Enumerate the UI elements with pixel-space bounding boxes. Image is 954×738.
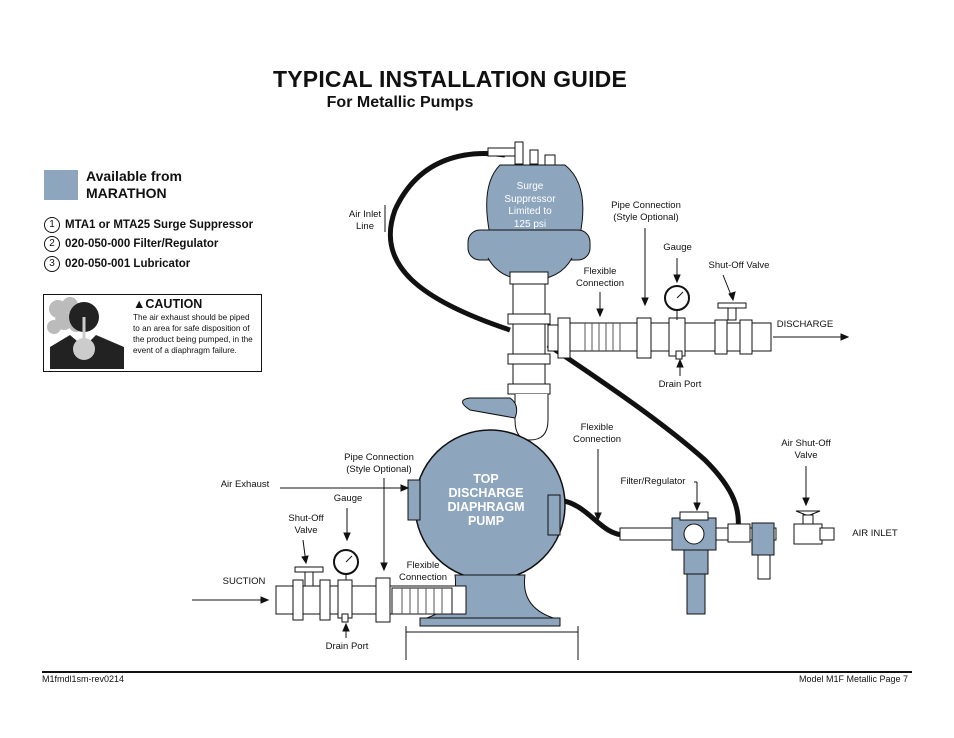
surge-suppressor-label: Surge Suppressor Limited to 125 psi — [495, 181, 565, 231]
surge-label-line: Limited to — [508, 206, 552, 217]
legend-heading-line2: MARATHON — [86, 185, 167, 201]
label-line: Pipe Connection — [611, 200, 681, 211]
legend-item: 1 MTA1 or MTA25 Surge Suppressor — [44, 217, 253, 233]
label-line: Air Shut-Off — [781, 438, 831, 449]
surge-label-line: Surge — [516, 181, 544, 192]
suction-line — [275, 577, 467, 623]
legend-item-text: 020-050-001 Lubricator — [65, 258, 191, 270]
air-supply-hose — [546, 342, 741, 531]
drain-port-top-label: Drain Port — [658, 379, 702, 390]
legend-heading: Available from MARATHON — [86, 168, 182, 202]
diaphragm-pump — [405, 397, 579, 660]
shutoff-valve-top — [717, 302, 747, 321]
legend-item-number: 1 — [44, 217, 60, 233]
label-line: Flexible — [406, 560, 440, 571]
filter-regulator — [619, 510, 835, 615]
shutoff-valve-top-label: Shut-Off Valve — [708, 260, 770, 271]
label-line: Valve — [794, 450, 818, 461]
surge-label-line: Suppressor — [504, 193, 556, 205]
gauge-top — [664, 285, 690, 320]
legend-heading-line1: Available from — [86, 168, 182, 184]
pump-label: TOP DISCHARGE DIAPHRAGM PUMP — [430, 472, 542, 528]
label-line: Connection — [398, 572, 448, 583]
page-title: TYPICAL INSTALLATION GUIDE — [272, 66, 628, 92]
warning-triangle-icon: ▲ — [133, 297, 146, 311]
label-line: Line — [356, 221, 374, 232]
footer-right: Model M1F Metallic Page 7 — [798, 674, 908, 684]
caution-box: ▲CAUTION The air exhaust should be piped… — [43, 294, 262, 372]
caution-symbol-icon — [44, 295, 130, 371]
label-line: Shut-Off — [288, 513, 324, 524]
label-line: Flexible — [583, 266, 617, 277]
discharge-line — [547, 317, 772, 360]
label-line: Connection — [575, 278, 625, 289]
legend-item: 3 020-050-001 Lubricator — [44, 256, 190, 272]
legend-item-number: 3 — [44, 256, 60, 272]
label-line: Pipe Connection — [344, 452, 414, 463]
pump-label-line: TOP — [473, 472, 499, 486]
pipe-connection-top-label: Pipe Connection (Style Optional) — [596, 200, 696, 224]
label-line: (Style Optional) — [613, 212, 679, 223]
shutoff-valve-bottom — [294, 566, 324, 587]
air-inlet-line-label: Air Inlet Line — [335, 209, 395, 233]
leader-lines — [192, 205, 850, 638]
shutoff-valve-bottom-label: Shut-Off Valve — [279, 513, 333, 537]
label-line: (Style Optional) — [346, 464, 412, 475]
pump-label-line: PUMP — [467, 514, 505, 528]
footer-left: M1fmdl1sm-rev0214 — [42, 674, 125, 684]
footer-rule — [42, 671, 912, 673]
surge-label-line: 125 psi — [513, 218, 547, 230]
pipe-connection-bottom-label: Pipe Connection (Style Optional) — [330, 452, 428, 476]
pump-label-line: DISCHARGE — [448, 486, 524, 500]
gauge-bottom-label: Gauge — [333, 493, 363, 504]
flexible-connection-bottom-label: Flexible Connection — [388, 560, 458, 584]
caution-heading: ▲CAUTION — [133, 297, 202, 311]
legend-swatch — [44, 170, 78, 200]
drain-port-bottom-label: Drain Port — [325, 641, 369, 652]
gauge-bottom — [333, 549, 359, 580]
legend-item-text: 020-050-000 Filter/Regulator — [65, 238, 219, 250]
suction-label: SUCTION — [222, 576, 266, 587]
air-shutoff-valve-label: Air Shut-Off Valve — [770, 438, 842, 462]
surge-suppressor — [467, 141, 591, 281]
discharge-riser — [507, 271, 551, 441]
label-line: Connection — [572, 434, 622, 445]
flexible-connection-top-label: Flexible Connection — [566, 266, 634, 290]
filter-regulator-label: Filter/Regulator — [620, 476, 686, 487]
label-line: Air Inlet — [348, 209, 382, 220]
legend-item-text: MTA1 or MTA25 Surge Suppressor — [65, 219, 254, 231]
pump-air-hose — [559, 497, 626, 538]
legend-item-number: 2 — [44, 236, 60, 252]
flexible-connection-mid-label: Flexible Connection — [563, 422, 631, 446]
air-inlet-label: AIR INLET — [852, 528, 898, 539]
label-line: Valve — [294, 525, 318, 536]
air-exhaust-label: Air Exhaust — [220, 479, 270, 490]
air-inlet-hose — [387, 151, 511, 333]
legend-item: 2 020-050-000 Filter/Regulator — [44, 236, 218, 252]
caution-heading-text: CAUTION — [145, 297, 203, 311]
caution-body: The air exhaust should be piped to an ar… — [133, 313, 253, 355]
pump-label-line: DIAPHRAGM — [447, 500, 525, 514]
gauge-top-label: Gauge — [663, 242, 692, 253]
page-subtitle: For Metallic Pumps — [326, 94, 474, 111]
label-line: Flexible — [580, 422, 614, 433]
discharge-label: DISCHARGE — [776, 319, 834, 330]
